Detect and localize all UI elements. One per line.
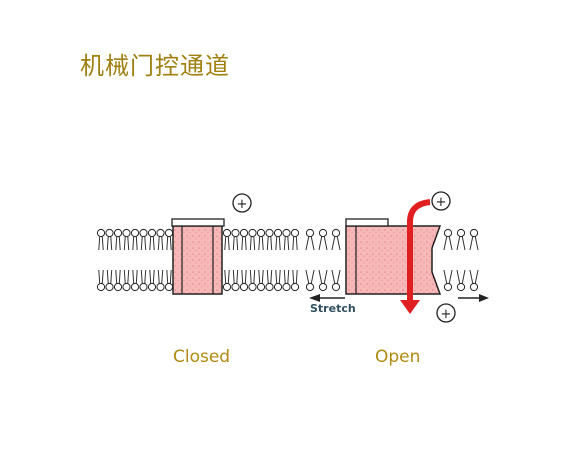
ion-open-top: + — [431, 191, 451, 211]
open-caption: Open — [375, 347, 421, 367]
closed-membrane-right — [222, 228, 300, 292]
closed-channel — [171, 218, 225, 295]
ion-flow-arrow — [400, 199, 431, 314]
closed-membrane-left — [96, 228, 174, 292]
stretch-label: Stretch — [310, 302, 356, 315]
open-membrane-right — [443, 228, 479, 292]
stretch-arrow-right — [458, 294, 489, 302]
slide-title: 机械门控通道 — [80, 52, 230, 80]
svg-text:+: + — [237, 197, 248, 212]
ion-open-bottom: + — [436, 303, 456, 323]
closed-caption: Closed — [173, 347, 231, 367]
svg-text:+: + — [436, 195, 447, 210]
stretch-arrow-left — [309, 294, 345, 302]
open-membrane-left — [305, 228, 341, 292]
open-channel — [345, 218, 442, 295]
svg-text:+: + — [441, 307, 452, 322]
ion-closed-top: + — [232, 193, 252, 213]
